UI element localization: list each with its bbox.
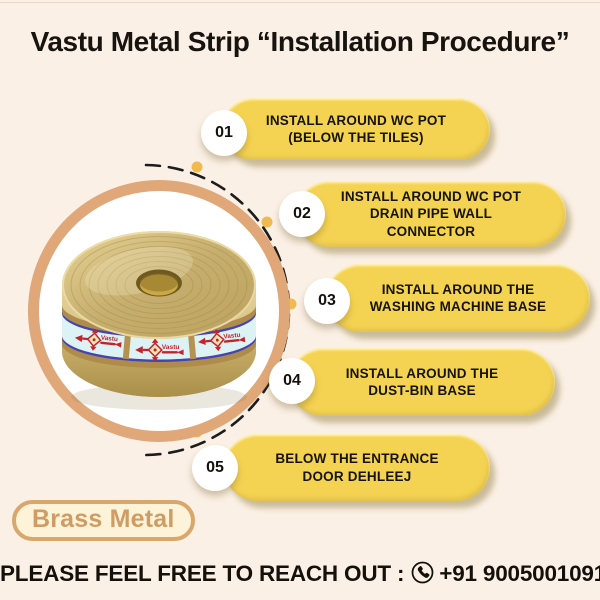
footer-contact: PLEASE FEEL FREE TO REACH OUT : +91 9005… (0, 560, 600, 587)
step-number-badge-3: 03 (304, 278, 350, 324)
step-number: 01 (215, 124, 233, 141)
brass-strip-roll-image: Vastu (62, 231, 256, 410)
step-number: 03 (318, 292, 336, 309)
page-title: Vastu Metal Strip “Installation Procedur… (30, 26, 570, 57)
step-label: INSTALL AROUND WC POT (BELOW THE TILES) (265, 112, 447, 145)
step-pill-4: INSTALL AROUND THE DUST-BIN BASE (289, 348, 555, 416)
step-label: INSTALL AROUND THE DUST-BIN BASE (345, 365, 499, 398)
step-number-badge-1: 01 (201, 110, 247, 156)
step-pill-3: INSTALL AROUND THE WASHING MACHINE BASE (326, 264, 590, 332)
step-label: INSTALL AROUND THE WASHING MACHINE BASE (369, 281, 547, 314)
phone-number: +91 9005001091 (439, 561, 600, 586)
material-badge: Brass Metal (12, 500, 195, 541)
phone-icon (411, 561, 434, 584)
step-label: BELOW THE ENTRANCE DOOR DEHLEEJ (275, 451, 439, 484)
step-pill-1: INSTALL AROUND WC POT (BELOW THE TILES) (222, 98, 490, 160)
step-label: INSTALL AROUND WC POT DRAIN PIPE WALL CO… (340, 189, 522, 239)
step-number: 05 (206, 459, 224, 476)
step-pill-5: BELOW THE ENTRANCE DOOR DEHLEEJ (224, 434, 490, 501)
step-number-badge-4: 04 (269, 358, 315, 404)
step-number-badge-5: 05 (192, 445, 238, 491)
footer-message: PLEASE FEEL FREE TO REACH OUT : (0, 561, 405, 586)
step-number-badge-2: 02 (279, 191, 325, 237)
step-pill-2: INSTALL AROUND WC POT DRAIN PIPE WALL CO… (296, 181, 566, 247)
top-divider (0, 2, 600, 3)
step-number: 04 (283, 372, 301, 389)
connector-dot (191, 161, 203, 173)
product-photo-circle: Vastu (28, 180, 290, 442)
step-number: 02 (293, 205, 311, 222)
